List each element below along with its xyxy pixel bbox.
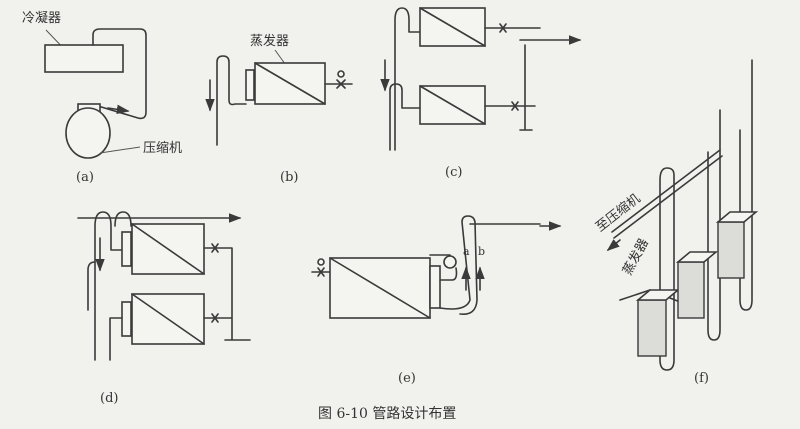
subfigure-b: 蒸发器 (b) (205, 33, 353, 185)
riser-a-label: a (463, 245, 470, 258)
subfigure-f: 至压缩机 蒸发器 (f) (593, 59, 759, 386)
evaporator-label-b: 蒸发器 (250, 33, 289, 49)
figure-caption: 图 6-10 管路设计布置 (318, 406, 456, 422)
subfigure-e: a b (e) (311, 215, 562, 386)
subfigure-a: 冷凝器 压缩机 (a) (22, 10, 182, 185)
riser-b-label: b (478, 245, 485, 258)
to-compressor-label: 至压缩机 (593, 191, 644, 236)
evaporator-label-f: 蒸发器 (619, 236, 651, 278)
discharge-pipe (92, 28, 147, 120)
condenser-label: 冷凝器 (22, 10, 61, 26)
subfigure-d: (d) (77, 211, 251, 406)
subfigure-c: (c) (380, 7, 582, 180)
compressor-shape (65, 107, 111, 159)
label-b: (b) (280, 170, 298, 185)
label-a: (a) (76, 170, 94, 185)
label-d: (d) (100, 391, 118, 406)
label-e: (e) (398, 371, 416, 386)
compressor-label: 压缩机 (143, 140, 182, 156)
label-f: (f) (694, 371, 709, 386)
label-c: (c) (445, 165, 462, 180)
condenser-box (44, 44, 124, 73)
